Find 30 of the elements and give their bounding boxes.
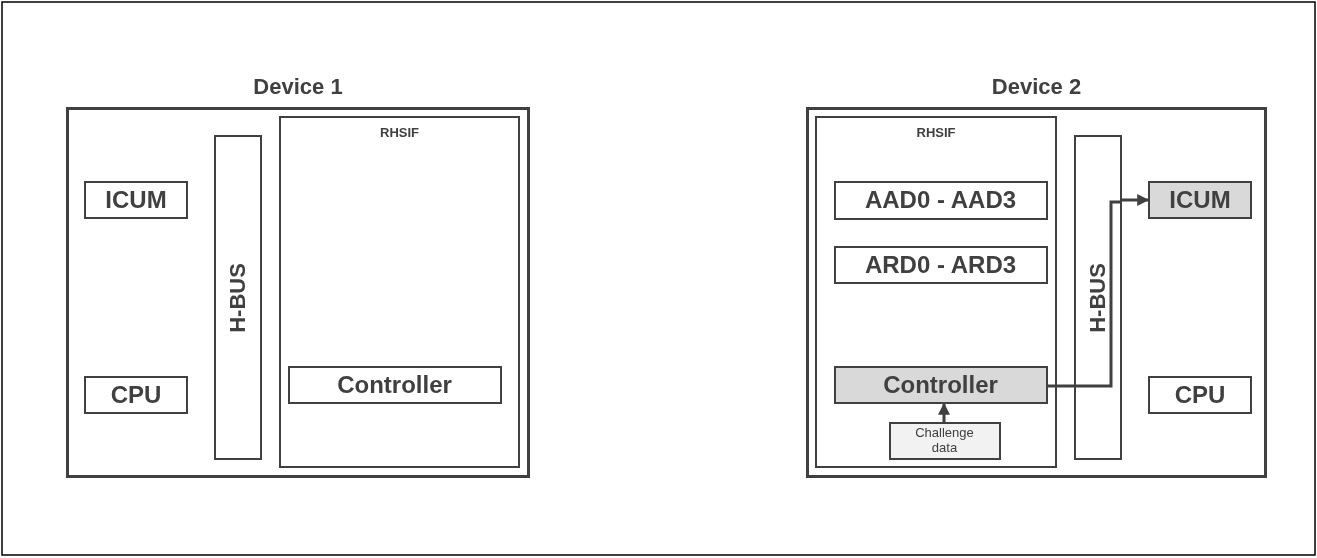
peripheral-box (815, 116, 1057, 468)
peripheral-label: RHSIF (916, 126, 956, 139)
bus-label: H-BUS (1087, 262, 1109, 333)
module-box (84, 376, 188, 414)
module-label: ICUM (1169, 188, 1231, 212)
module-label: Controller (337, 372, 452, 397)
module-box (1148, 376, 1252, 414)
module-box (1148, 181, 1252, 219)
module-label: Controller (883, 372, 998, 397)
arrow (938, 402, 950, 422)
box-label: Challenge data (914, 424, 975, 457)
module-label: CPU (1174, 383, 1226, 407)
module-label: AAD0 - AAD3 (864, 188, 1017, 212)
device-title: Device 1 (253, 76, 343, 98)
arrow (1122, 194, 1150, 206)
module-label: CPU (110, 383, 162, 407)
module-box (287, 365, 502, 404)
data-box (888, 421, 1001, 460)
module-label: ICUM (105, 188, 167, 212)
module-box (833, 245, 1048, 284)
module-box (84, 181, 188, 219)
module-box (833, 365, 1048, 404)
device-title: Device 2 (991, 76, 1082, 98)
bus-label: H-BUS (227, 262, 249, 333)
module-box (833, 180, 1048, 220)
module-label: ARD0 - ARD3 (864, 252, 1017, 277)
peripheral-box (279, 116, 520, 468)
bus-bar (1074, 135, 1122, 460)
bus-bar (214, 135, 262, 460)
peripheral-label: RHSIF (380, 126, 419, 139)
